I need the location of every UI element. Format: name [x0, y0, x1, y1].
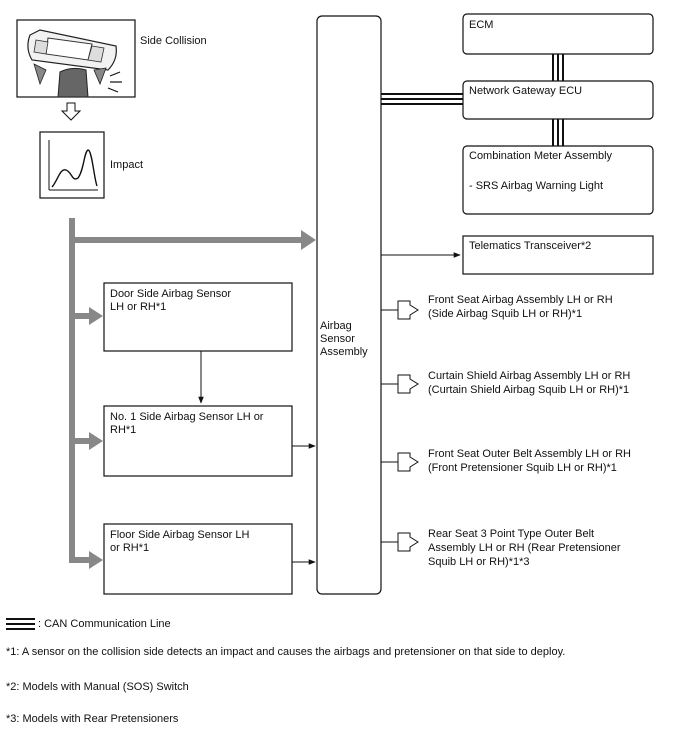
can-lines	[381, 54, 564, 146]
side-collision-image	[16, 19, 136, 98]
srs-warning-light-label: - SRS Airbag Warning Light	[469, 180, 604, 192]
footnote-1: *1: A sensor on the collision side detec…	[6, 646, 566, 658]
output-3-line-1: Front Seat Outer Belt Assembly LH or RH	[428, 448, 631, 460]
can-legend-label: : CAN Communication Line	[38, 618, 171, 630]
no1-side-airbag-sensor-box	[103, 405, 293, 477]
door-side-airbag-sensor-box	[103, 282, 293, 352]
output-1-line-2: (Side Airbag Squib LH or RH)*1	[428, 308, 583, 320]
output-3-line-2: (Front Pretensioner Squib LH or RH)*1	[428, 462, 617, 474]
output-1-line-1: Front Seat Airbag Assembly LH or RH	[428, 294, 613, 306]
squib-connectors	[381, 300, 419, 552]
floor-side-sensor-label-2: or RH*1	[110, 542, 150, 554]
assembly-label-2: Sensor	[320, 333, 355, 345]
floor-side-airbag-sensor-box	[103, 523, 293, 595]
output-2-line-2: (Curtain Shield Airbag Squib LH or RH)*1	[428, 384, 630, 396]
door-side-sensor-label-2: LH or RH*1	[110, 301, 167, 313]
network-gateway-label: Network Gateway ECU	[469, 85, 583, 97]
impact-label: Impact	[110, 159, 144, 171]
impact-bus	[69, 218, 316, 569]
output-4-line-2: Assembly LH or RH (Rear Pretensioner	[428, 542, 621, 554]
airbag-sensor-assembly-box	[316, 15, 382, 595]
footnote-2: *2: Models with Manual (SOS) Switch	[6, 681, 189, 693]
ecm-label: ECM	[469, 19, 494, 31]
telematics-transceiver-box	[462, 235, 654, 275]
impact-graph-image	[39, 131, 105, 199]
combination-meter-label: Combination Meter Assembly	[469, 150, 613, 162]
no1-side-sensor-label-1: No. 1 Side Airbag Sensor LH or	[110, 411, 264, 423]
output-2-line-1: Curtain Shield Airbag Assembly LH or RH	[428, 370, 631, 382]
side-collision-label: Side Collision	[140, 35, 207, 47]
assembly-label-3: Assembly	[320, 346, 368, 358]
floor-side-sensor-label-1: Floor Side Airbag Sensor LH	[110, 529, 250, 541]
no1-side-sensor-label-2: RH*1	[110, 424, 137, 436]
footnote-3: *3: Models with Rear Pretensioners	[6, 713, 179, 725]
assembly-label-1: Airbag	[320, 320, 352, 332]
door-side-sensor-label-1: Door Side Airbag Sensor	[110, 288, 232, 300]
output-4-line-3: Squib LH or RH)*1*3	[428, 556, 530, 568]
telematics-label: Telematics Transceiver*2	[469, 240, 592, 252]
can-legend-symbol	[6, 618, 35, 630]
down-arrow-icon	[60, 102, 82, 121]
output-4-line-1: Rear Seat 3 Point Type Outer Belt	[428, 528, 595, 540]
